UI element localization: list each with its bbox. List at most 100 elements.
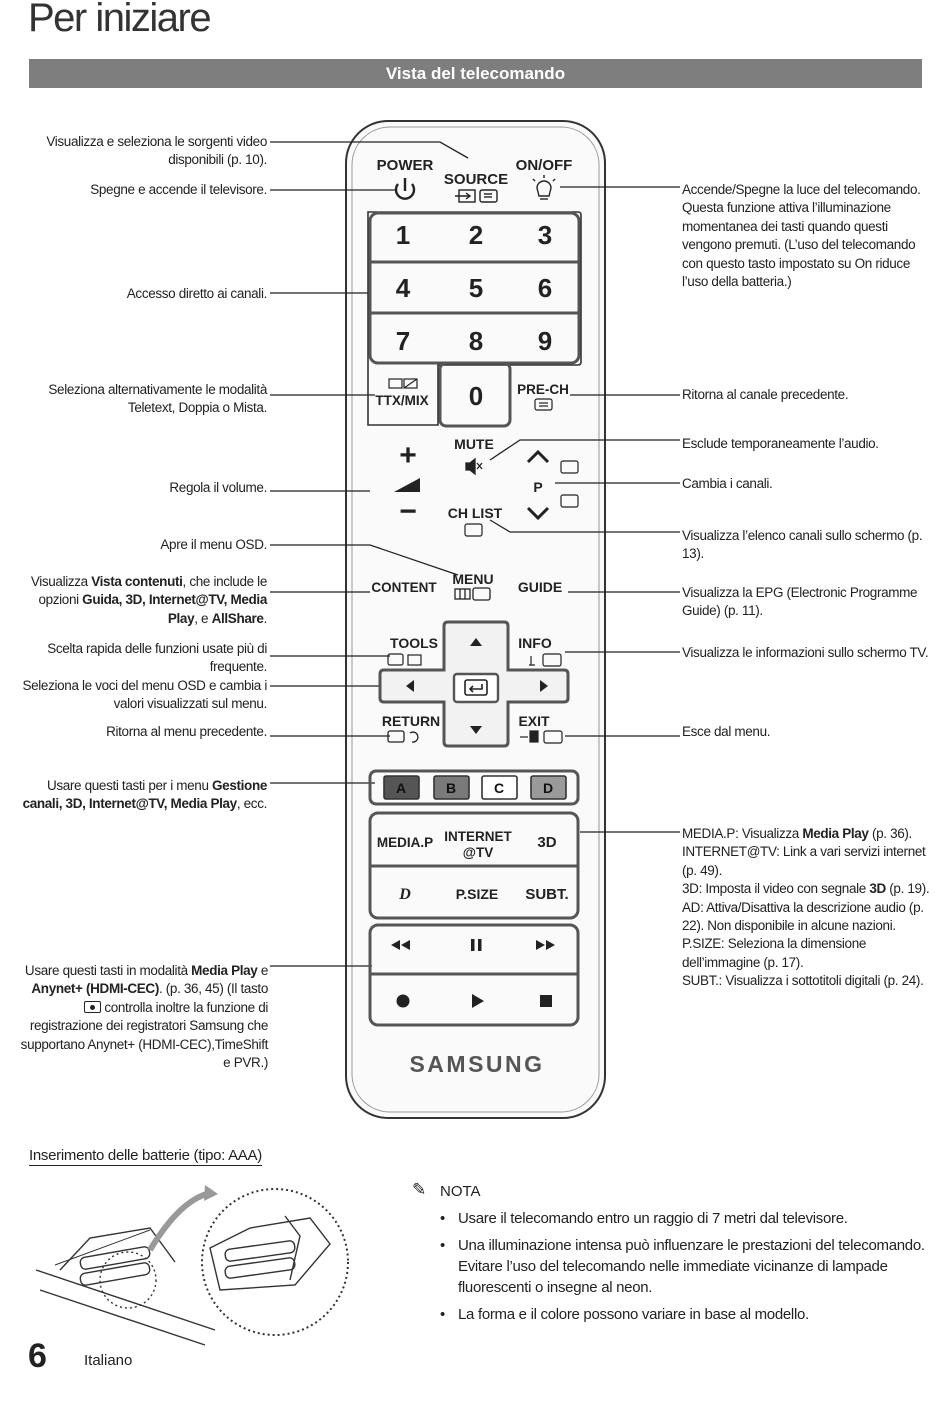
label-function-keys: MEDIA.P: Visualizza Media Play (p. 36). … — [682, 826, 930, 989]
volume-up-button[interactable]: + — [399, 439, 417, 472]
p-size-button[interactable]: P.SIZE — [456, 886, 499, 902]
channel-page-icons — [560, 460, 579, 508]
power-button[interactable]: POWER — [377, 157, 434, 174]
digit-3[interactable]: 3 — [538, 220, 552, 250]
ttx-mix-button[interactable]: TTX/MIX — [375, 393, 428, 408]
section-header: Vista del telecomando — [29, 59, 922, 88]
digit-7[interactable]: 7 — [396, 326, 410, 356]
color-key-c-label: C — [494, 780, 504, 796]
rewind-icon[interactable] — [391, 940, 410, 950]
enter-button[interactable] — [452, 672, 500, 704]
onoff-button[interactable]: ON/OFF — [516, 157, 573, 174]
color-key-b-label: B — [446, 780, 456, 796]
leader-lines-right — [489, 186, 680, 833]
arrow-right-icon[interactable] — [540, 680, 548, 692]
label-source: Visualizza e seleziona le sorgenti video… — [46, 134, 267, 168]
ch-list-button[interactable]: CH LIST — [448, 505, 503, 521]
speaker-mute-icon — [465, 457, 483, 476]
page-number: 6 — [28, 1337, 47, 1375]
digit-8[interactable]: 8 — [469, 326, 483, 356]
digit-1[interactable]: 1 — [396, 220, 410, 250]
volume-ramp-icon — [394, 478, 420, 492]
label-navigation: Seleziona le voci del menu OSD e cambia … — [22, 678, 267, 712]
label-return: Ritorna al menu precedente. — [106, 724, 267, 739]
info-icon — [529, 653, 562, 667]
info-button[interactable]: INFO — [518, 635, 552, 651]
digit-9[interactable]: 9 — [538, 326, 552, 356]
channel-down-icon[interactable] — [526, 506, 550, 521]
guide-button[interactable]: GUIDE — [518, 579, 562, 595]
nota-list: Usare il telecomando entro un raggio di … — [440, 1208, 940, 1331]
power-icon — [394, 178, 416, 200]
media-p-button[interactable]: MEDIA.P — [377, 835, 433, 850]
source-icon — [455, 189, 498, 203]
label-exit: Esce dal menu. — [682, 724, 771, 739]
color-key-d[interactable] — [530, 775, 567, 800]
page-language: Italiano — [84, 1352, 133, 1369]
list-item: Usare il telecomando entro un raggio di … — [440, 1208, 940, 1229]
digit-0[interactable]: 0 — [469, 381, 483, 411]
enter-icon — [464, 679, 488, 696]
color-key-a[interactable] — [383, 775, 420, 800]
label-ttx-mix: Seleziona alternativamente le modalità T… — [48, 382, 267, 416]
number-pad-frame — [367, 211, 582, 426]
remote-inner-edge — [351, 126, 600, 1113]
return-icon — [387, 730, 419, 743]
label-onoff: Accende/Spegne la luce del telecomando. … — [682, 182, 921, 290]
record-icon[interactable] — [396, 994, 410, 1008]
pre-ch-button[interactable]: PRE-CH — [517, 382, 569, 397]
volume-down-button[interactable]: − — [399, 495, 417, 528]
teletext-icon — [388, 378, 418, 389]
digit-6[interactable]: 6 — [538, 273, 552, 303]
channel-up-icon[interactable] — [526, 449, 550, 464]
page-title: Per iniziare — [28, 0, 212, 40]
nota-title: NOTA — [440, 1183, 481, 1200]
stop-icon[interactable] — [540, 995, 552, 1007]
record-key-icon — [83, 1000, 101, 1013]
color-key-c[interactable] — [481, 775, 518, 800]
digit-4[interactable]: 4 — [396, 273, 411, 303]
arrow-down-icon[interactable] — [470, 726, 482, 734]
arrow-up-icon[interactable] — [470, 638, 482, 646]
pause-icon[interactable] — [471, 939, 482, 951]
digit-5[interactable]: 5 — [469, 273, 483, 303]
label-guide: Visualizza la EPG (Electronic Programme … — [682, 585, 918, 619]
digit-keys[interactable]: 1 2 3 4 5 6 7 8 9 0 — [396, 220, 552, 411]
label-content: Visualizza Vista contenuti, che include … — [30, 574, 268, 626]
leader-lines-left — [270, 141, 469, 967]
arrow-left-icon[interactable] — [406, 680, 414, 692]
tools-icon — [387, 653, 422, 666]
label-mute: Esclude temporaneamente l’audio. — [682, 436, 879, 451]
label-pre-ch: Ritorna al canale precedente. — [682, 387, 849, 402]
tools-button[interactable]: TOOLS — [390, 635, 438, 651]
ch-list-icon — [464, 523, 483, 537]
battery-section-title: Inserimento delle batterie (tipo: AAA) — [29, 1147, 262, 1166]
label-channel: Cambia i canali. — [682, 476, 773, 491]
label-tools: Scelta rapida delle funzioni usate più d… — [47, 641, 267, 675]
internet-tv-button[interactable]: INTERNET — [444, 829, 512, 844]
subt-button[interactable]: SUBT. — [525, 886, 568, 903]
list-item: Una illuminazione intensa può influenzar… — [440, 1235, 940, 1298]
digit-2[interactable]: 2 — [469, 220, 483, 250]
fast-forward-icon[interactable] — [536, 940, 555, 950]
play-icon[interactable] — [472, 994, 484, 1008]
color-key-d-label: D — [543, 780, 553, 796]
label-digits: Accesso diretto ai canali. — [126, 286, 268, 301]
menu-icon — [454, 587, 491, 601]
color-key-b[interactable] — [433, 775, 470, 800]
pre-ch-icon — [534, 398, 553, 411]
3d-button[interactable]: 3D — [537, 834, 556, 851]
label-menu: Apre il menu OSD. — [160, 537, 267, 552]
color-keys-frame — [368, 769, 580, 806]
source-button[interactable]: SOURCE — [444, 171, 508, 188]
return-button[interactable]: RETURN — [382, 713, 440, 729]
pencil-note-icon: ✎ — [412, 1180, 427, 1199]
ad-button[interactable]: D — [398, 886, 411, 903]
internet-tv-button-line2[interactable]: @TV — [463, 845, 493, 860]
label-info: Visualizza le informazioni sullo schermo… — [682, 645, 929, 660]
mute-button[interactable]: MUTE — [454, 436, 494, 452]
exit-button[interactable]: EXIT — [518, 713, 550, 729]
menu-button[interactable]: MENU — [452, 571, 493, 587]
content-button[interactable]: CONTENT — [371, 580, 437, 595]
